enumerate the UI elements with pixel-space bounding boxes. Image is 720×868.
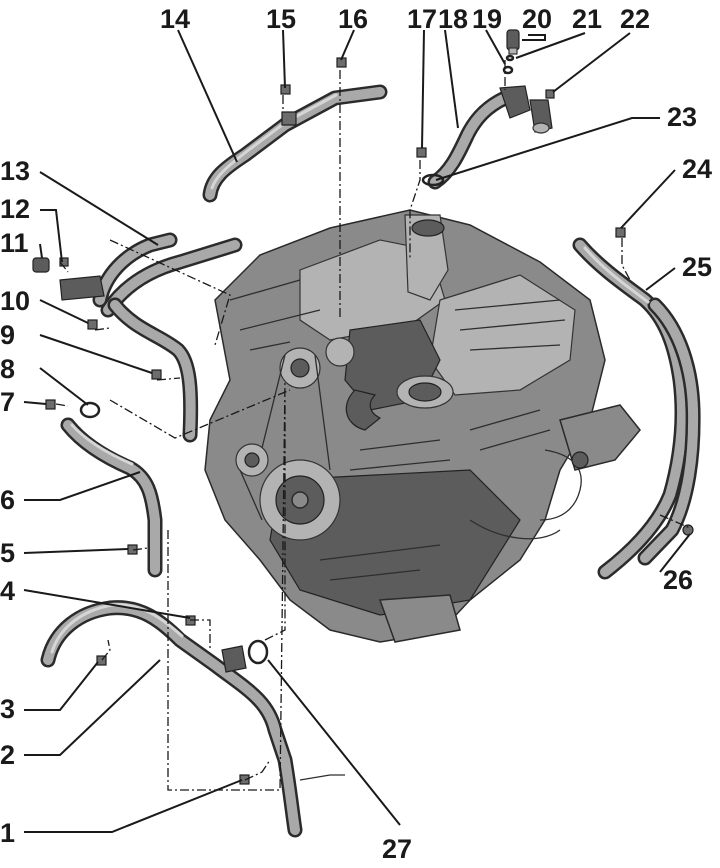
bolt-1	[239, 774, 250, 785]
callout-22: 22	[620, 4, 650, 34]
coolant-pipe-14	[202, 84, 388, 203]
callout-21: 21	[572, 4, 602, 34]
callout-19: 19	[472, 4, 502, 34]
callout-6: 6	[0, 485, 15, 515]
sensor-22	[529, 99, 553, 134]
plug-11	[32, 257, 50, 273]
coolant-pipe-18	[427, 85, 531, 190]
callout-5: 5	[0, 538, 15, 568]
callout-17: 17	[407, 4, 437, 34]
bolt-17	[416, 147, 427, 158]
o-ring-19	[502, 65, 514, 75]
coolant-pipe-25	[572, 237, 701, 580]
callout-16: 16	[338, 4, 368, 34]
callout-24: 24	[682, 154, 712, 184]
callout-labels: 14 15 16 17 18 19 20 21 22 23 24 25 26 1…	[0, 4, 712, 864]
callout-4: 4	[0, 576, 15, 606]
callout-23: 23	[667, 102, 697, 132]
coolant-hose-13	[59, 232, 243, 443]
callout-9: 9	[0, 320, 15, 350]
bolt-24	[615, 227, 626, 238]
bolt-22	[545, 89, 555, 99]
o-ring-23	[421, 173, 445, 187]
callout-10: 10	[0, 286, 30, 316]
callout-18: 18	[438, 4, 468, 34]
engine-assembly	[204, 209, 641, 643]
callout-26: 26	[663, 565, 693, 595]
callout-12: 12	[0, 194, 30, 224]
callout-15: 15	[266, 4, 296, 34]
callout-20: 20	[522, 4, 552, 34]
callout-14: 14	[160, 4, 190, 34]
fasteners	[45, 54, 694, 785]
leader-lines	[23, 29, 691, 833]
temperature-sensor-20	[506, 29, 520, 55]
bolt-7	[45, 399, 56, 410]
callout-13: 13	[0, 156, 30, 186]
bolt-9	[151, 369, 162, 380]
alignment-lines	[55, 60, 691, 791]
o-ring-8	[79, 401, 101, 419]
callout-7: 7	[0, 387, 15, 417]
seal-21	[505, 54, 515, 62]
callout-1: 1	[0, 818, 15, 848]
callout-3: 3	[0, 694, 15, 724]
o-ring-27	[247, 639, 269, 665]
callout-27: 27	[382, 834, 412, 864]
callout-8: 8	[0, 354, 15, 384]
coolant-pipe-6	[60, 417, 163, 578]
bolt-10	[87, 319, 98, 330]
callout-25: 25	[682, 252, 712, 282]
callout-11: 11	[0, 228, 29, 258]
callout-2: 2	[0, 740, 15, 770]
coolant-pipe-2	[40, 600, 345, 838]
bolt-3	[96, 655, 107, 666]
